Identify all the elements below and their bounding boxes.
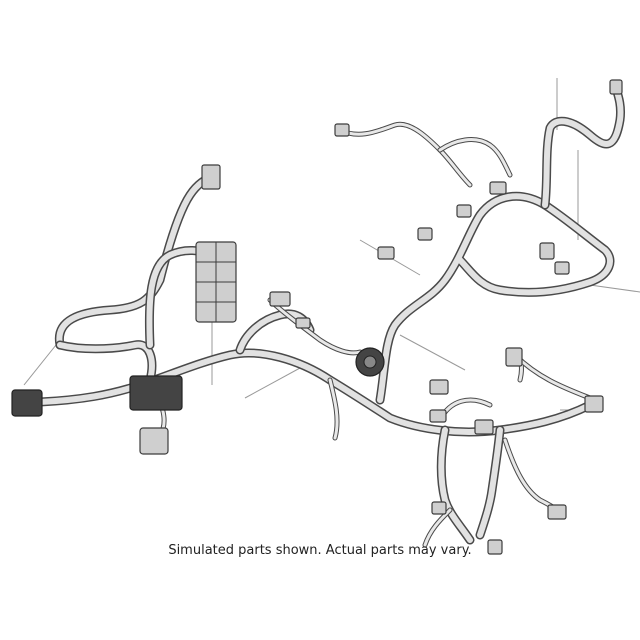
disclaimer-caption: Simulated parts shown. Actual parts may … [168,543,472,558]
connectors [11,79,623,555]
harness-trunks [35,80,625,545]
